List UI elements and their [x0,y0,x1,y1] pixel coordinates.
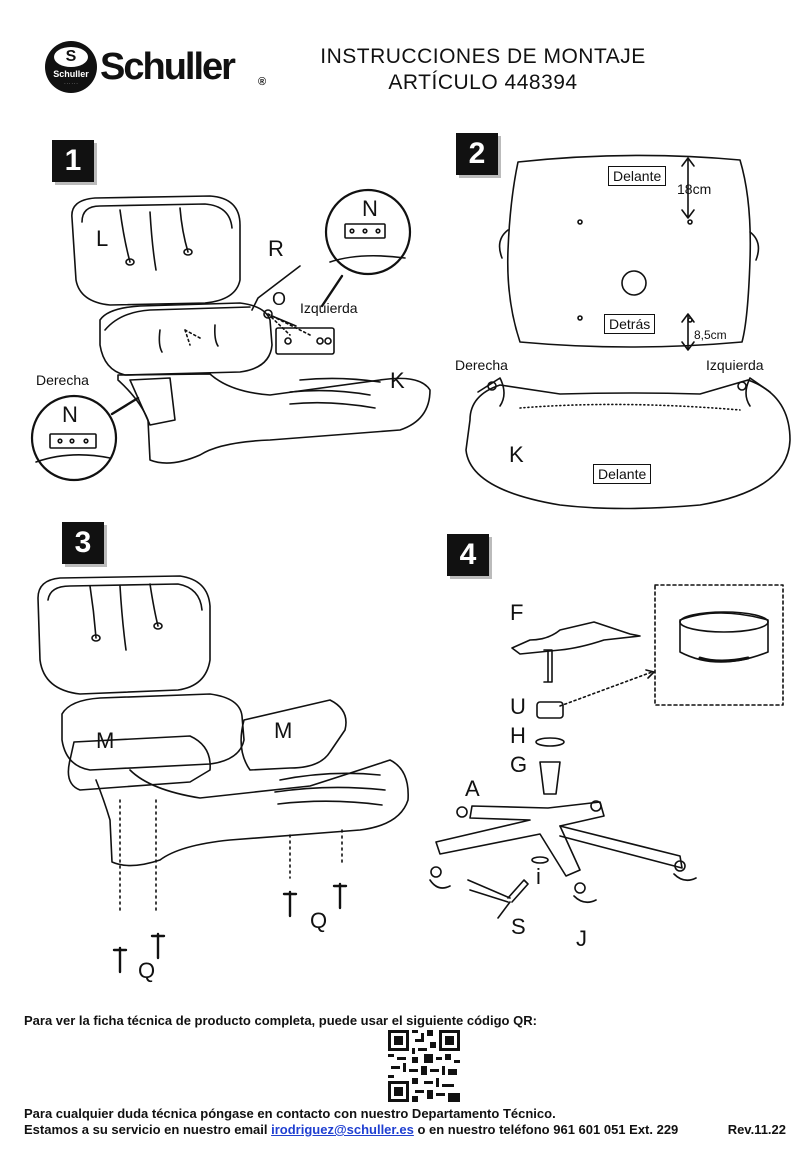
contact-prefix: Estamos a su servicio en nuestro email [24,1122,272,1137]
title-line-1: INSTRUCCIONES DE MONTAJE [320,45,646,68]
title-line-2: ARTÍCULO 448394 [388,71,578,94]
step-1-chair-drawing [30,188,431,482]
label-H: H [510,723,526,748]
brand-name: Schuller [100,46,236,88]
label-F: F [510,600,524,625]
seal-text: Schuller [53,69,89,79]
label-O: O [272,289,287,309]
email-link[interactable]: irodriguez@schuller.es [271,1122,414,1137]
label-L: L [96,226,109,251]
label-M-left: M [96,728,115,753]
label-back: Detrás [604,314,656,334]
label-M-right: M [274,718,293,743]
label-R: R [268,236,284,261]
qr-code-icon[interactable] [388,1030,460,1102]
dimension-18cm: 18cm [677,181,712,197]
label-U: U [510,694,526,719]
step-1-badge: 1 [52,140,94,182]
label-K-step1: K [390,368,405,393]
step-2-badge: 2 [456,133,498,175]
step-4-badge: 4 [447,534,489,576]
label-N-bottom: N [62,402,78,427]
label-Q-right: Q [310,908,328,933]
label-right-step1: Derecha [36,372,89,388]
contact-suffix: o en nuestro teléfono 961 601 051 Ext. 2… [413,1122,679,1137]
label-S: S [511,914,526,939]
revision-label: Rev.11.22 [727,1122,786,1137]
label-left-step1: Izquierda [300,300,358,316]
label-N-top: N [362,196,378,221]
page-title: INSTRUCCIONES DE MONTAJE ARTÍCULO 448394 [318,44,648,96]
step-3-chair-drawing [37,575,409,974]
label-right-step2: Derecha [455,357,508,373]
dimension-8-5cm: 8,5cm [694,328,727,342]
label-K-step2: K [509,442,524,467]
step-4-base-drawing [429,584,784,919]
label-left-step2: Izquierda [706,357,764,373]
step-2-seat-drawing [465,154,791,510]
qr-note: Para ver la ficha técnica de producto co… [24,1013,537,1028]
label-J: J [576,926,587,951]
schuller-seal-icon: S Schuller · · · · · · [45,41,97,93]
step-3-badge: 3 [62,522,104,564]
contact-line-1: Para cualquier duda técnica póngase en c… [24,1106,556,1121]
label-front-bottom: Delante [593,464,652,484]
contact-line-2: Estamos a su servicio en nuestro email i… [24,1122,678,1137]
label-front-top: Delante [608,166,667,186]
label-G: G [510,752,528,777]
label-Q-left: Q [138,958,156,983]
label-A: A [465,776,480,801]
brand-registered: ® [258,76,267,88]
seal-letter: S [54,47,88,67]
label-i: i [536,864,541,889]
